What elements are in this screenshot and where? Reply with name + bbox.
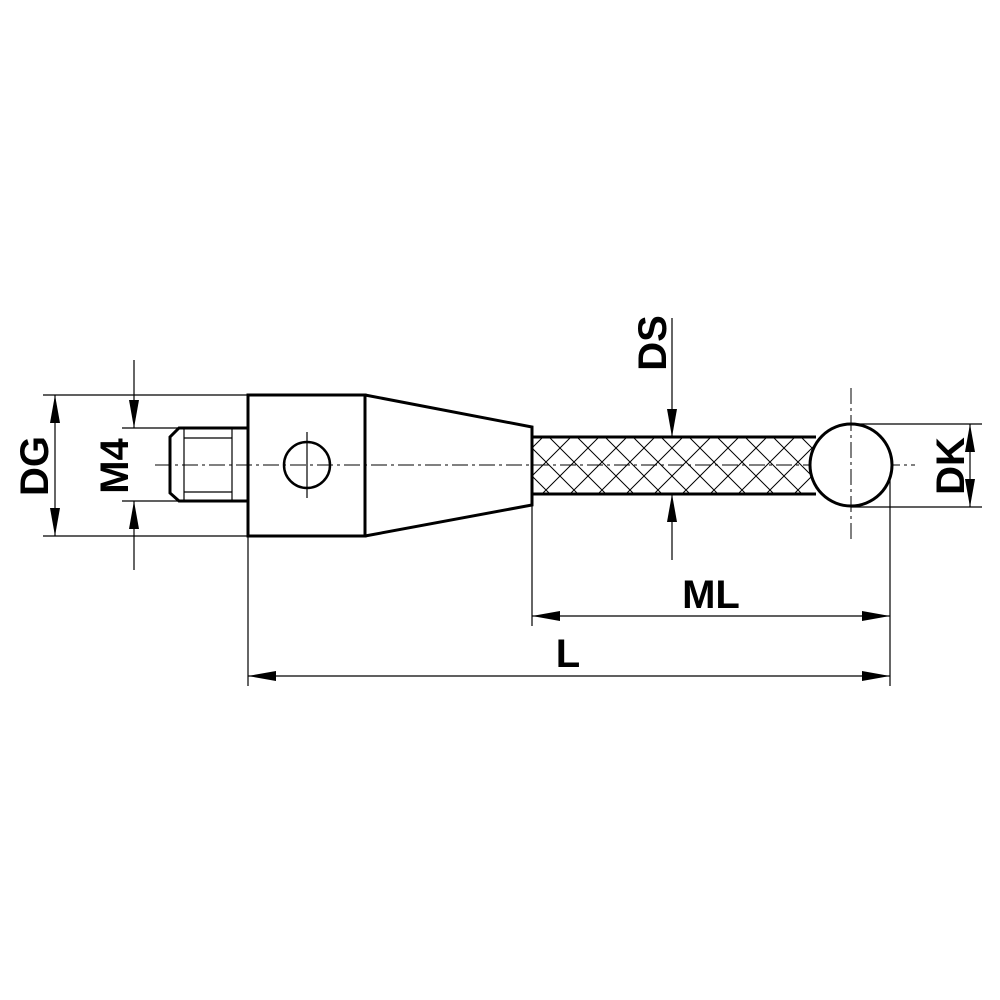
stylus-body: [246, 393, 367, 538]
ds-label: DS: [631, 315, 675, 371]
l-label: L: [556, 632, 580, 676]
dg-label: DG: [13, 436, 57, 496]
m4-dimension: [122, 360, 179, 570]
stylus-stem: [532, 437, 816, 494]
dk-label: DK: [929, 437, 973, 495]
dk-dimension: [851, 423, 982, 508]
ml-label: ML: [682, 573, 740, 617]
ml-dimension: [531, 480, 891, 686]
l-dimension: [247, 536, 890, 686]
thread-stud: [168, 426, 248, 503]
ds-dimension: [667, 318, 677, 560]
stylus-stem-outline: [532, 435, 816, 496]
m4-label: M4: [93, 437, 137, 493]
dg-dimension: [43, 394, 248, 537]
